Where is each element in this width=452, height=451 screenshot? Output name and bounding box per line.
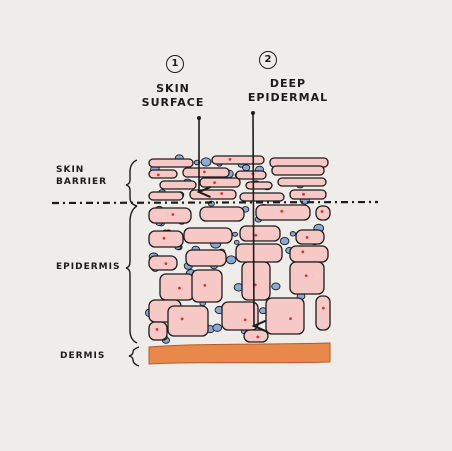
skin-cell — [243, 329, 269, 343]
bracket-skin-barrier — [125, 159, 138, 207]
label-skin-surface: SKIN SURFACE — [132, 82, 214, 110]
label-skin-barrier-line1: SKIN — [56, 165, 85, 175]
cell-nucleus — [289, 317, 292, 321]
label-skin-surface-line2: SURFACE — [141, 96, 205, 109]
skin-cell — [255, 204, 311, 221]
cell-nucleus — [180, 317, 184, 321]
cell-nucleus — [155, 328, 159, 331]
skin-barrier-dashed-line — [51, 200, 379, 205]
label-skin-surface-line1: SKIN — [156, 82, 190, 95]
label-skin-barrier: SKIN BARRIER — [56, 164, 107, 188]
label-dermis: DERMIS — [60, 351, 106, 361]
cell-nucleus — [178, 286, 181, 290]
cell-nucleus — [164, 262, 168, 266]
cell-nucleus — [253, 283, 257, 287]
skin-cell — [245, 181, 273, 190]
granule — [232, 231, 238, 237]
label-deep-epidermal-line2: EPIDERMAL — [247, 91, 329, 104]
label-deep-epidermal: DEEP EPIDERMAL — [236, 77, 340, 105]
skin-cell — [167, 305, 209, 337]
marker-1-circle: 1 — [166, 55, 184, 73]
granule — [212, 323, 223, 332]
granule — [200, 157, 212, 167]
skin-cell — [277, 177, 327, 187]
label-skin-barrier-line2: BARRIER — [56, 177, 108, 187]
dermis-band — [148, 342, 331, 365]
cell-nucleus — [220, 192, 224, 195]
cell-nucleus — [304, 274, 308, 278]
skin-cell — [239, 192, 285, 202]
skin-cell — [189, 189, 237, 200]
skin-cell — [148, 169, 178, 179]
granule — [233, 239, 240, 245]
skin-cell — [148, 230, 184, 248]
skin-cell — [159, 180, 197, 190]
skin-cell — [211, 155, 265, 165]
granule — [279, 236, 290, 246]
cell-layer — [148, 155, 331, 343]
bracket-epidermis — [125, 205, 138, 344]
cell-nucleus — [301, 250, 305, 254]
cell-nucleus — [320, 210, 324, 213]
bracket-dermis — [128, 346, 140, 367]
skin-cell — [148, 207, 192, 224]
cell-nucleus — [228, 157, 232, 161]
skin-cell — [148, 191, 184, 201]
cell-nucleus — [213, 181, 216, 185]
skin-cell — [241, 261, 271, 301]
skin-cell — [148, 158, 194, 168]
skin-cell — [315, 295, 331, 331]
skin-cell — [289, 245, 329, 263]
skin-cell — [191, 269, 223, 303]
cell-nucleus — [254, 233, 258, 237]
cell-nucleus — [171, 213, 175, 216]
granule — [289, 231, 296, 237]
label-epidermis: EPIDERMIS — [56, 262, 121, 272]
skin-cell — [235, 170, 267, 180]
skin-cell — [185, 249, 227, 267]
skin-cell — [183, 227, 233, 244]
skin-cell — [295, 229, 325, 245]
granule — [225, 255, 237, 265]
granule — [242, 164, 251, 172]
arrow-deep-epidermal — [253, 113, 254, 326]
label-deep-epidermal-line1: DEEP — [269, 77, 307, 90]
skin-cell — [235, 243, 283, 263]
skin-cell — [148, 255, 178, 271]
cell-nucleus — [162, 236, 166, 240]
cell-nucleus — [256, 335, 260, 339]
skin-cell — [199, 206, 245, 222]
skin-cell — [239, 225, 281, 242]
cell-nucleus — [203, 284, 207, 287]
cell-nucleus — [156, 173, 160, 177]
skin-cell — [199, 177, 241, 188]
marker-2-circle: 2 — [259, 51, 277, 69]
skin-cell — [221, 301, 259, 331]
cell-nucleus — [305, 236, 309, 239]
cell-nucleus — [280, 209, 284, 213]
cell-nucleus — [321, 306, 325, 310]
granule — [271, 282, 281, 291]
cell-nucleus — [302, 192, 305, 196]
skin-cell — [265, 297, 305, 335]
skin-cell — [148, 321, 168, 341]
skin-cell — [159, 273, 195, 301]
skin-cell — [271, 165, 325, 176]
skin-cell — [289, 261, 325, 295]
cell-nucleus — [243, 318, 247, 322]
skin-cell — [182, 167, 230, 178]
cell-nucleus — [202, 170, 206, 174]
skin-cell — [289, 189, 327, 200]
skin-cell — [315, 205, 331, 221]
